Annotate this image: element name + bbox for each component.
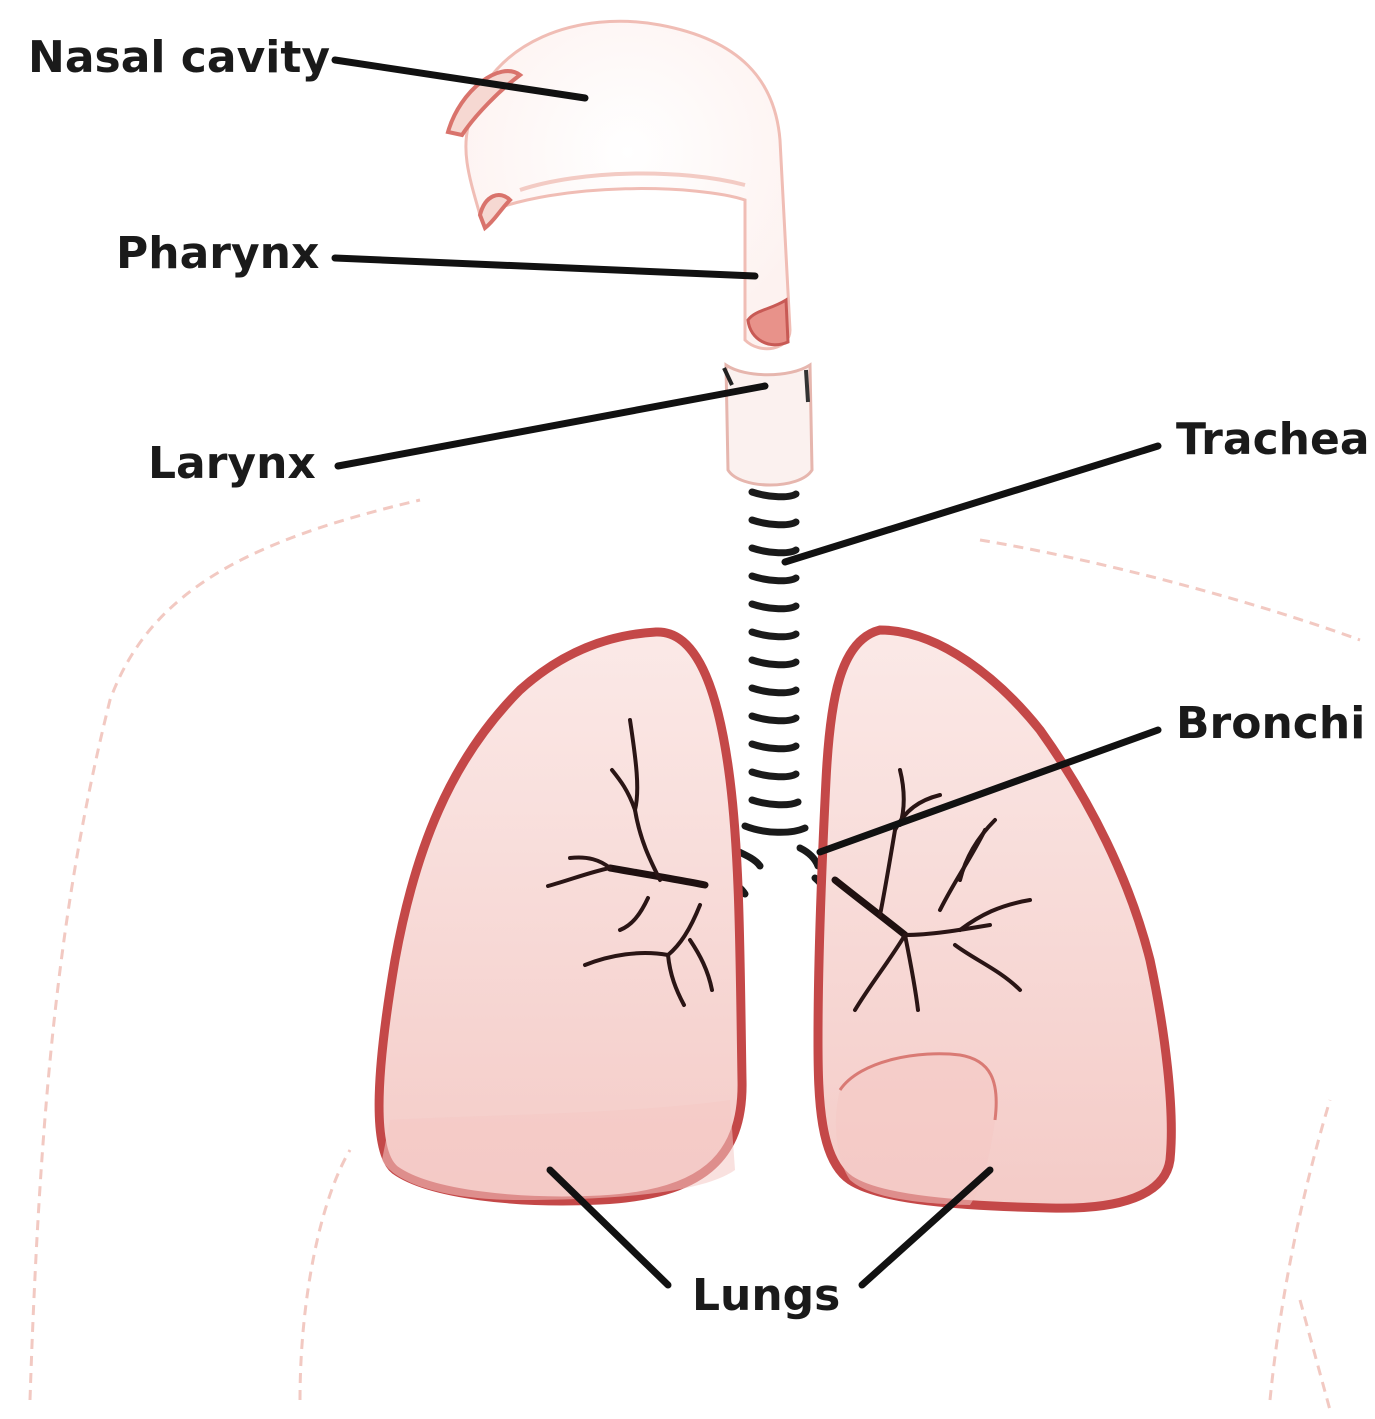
label-bronchi: Bronchi — [1176, 698, 1365, 749]
label-lungs: Lungs — [692, 1270, 840, 1321]
leader-trachea — [785, 446, 1158, 562]
left-lung — [379, 632, 742, 1201]
label-nasal-cavity: Nasal cavity — [28, 32, 330, 83]
head-airway — [448, 21, 812, 485]
label-pharynx: Pharynx — [116, 228, 319, 279]
label-trachea: Trachea — [1176, 414, 1370, 465]
leader-pharynx — [335, 258, 755, 276]
leader-larynx — [338, 386, 765, 466]
label-larynx: Larynx — [148, 438, 316, 489]
right-lung — [818, 630, 1171, 1208]
